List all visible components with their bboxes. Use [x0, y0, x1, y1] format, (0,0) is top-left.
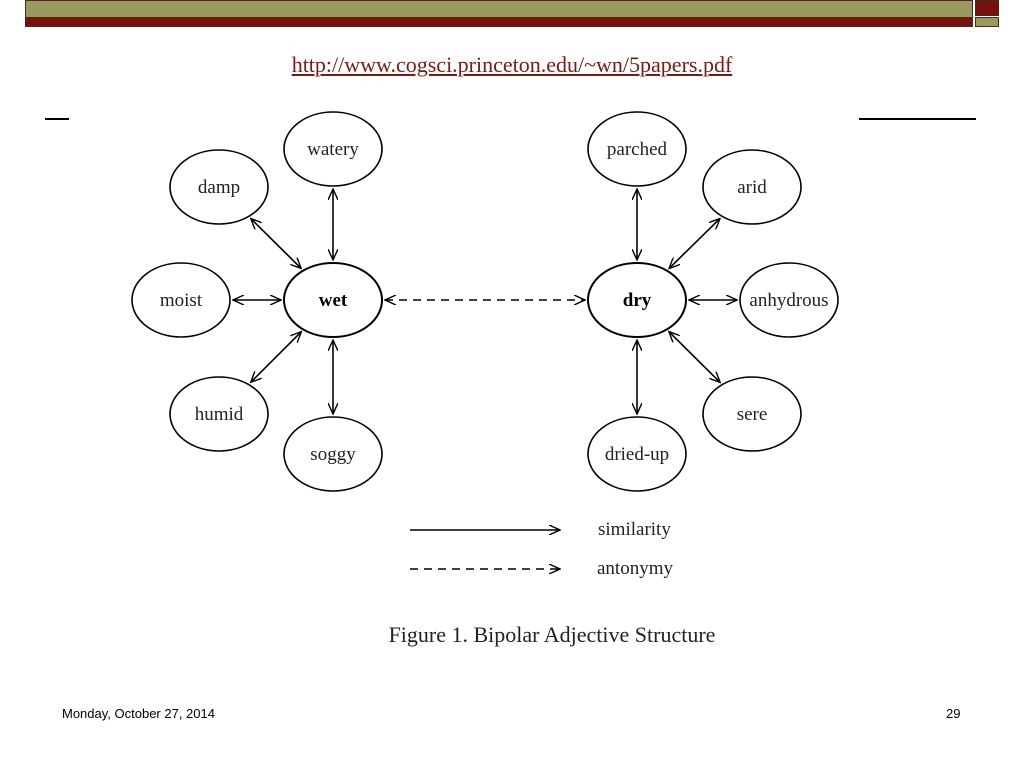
left-divider-line — [45, 118, 69, 120]
footer-date: Monday, October 27, 2014 — [62, 706, 215, 721]
top-decor-bar — [25, 0, 973, 27]
legend-similarity-label: similarity — [598, 519, 671, 540]
node-soggy — [283, 416, 383, 492]
edge-dry-arid — [669, 218, 720, 268]
edge-wet-damp — [251, 219, 301, 269]
node-label-parched: parched — [607, 139, 668, 160]
node-wet — [283, 262, 383, 338]
node-sere — [702, 376, 802, 452]
right-divider-line — [859, 118, 976, 120]
node-label-wet: wet — [319, 290, 348, 311]
node-anhydrous — [739, 262, 839, 338]
node-label-watery: watery — [307, 139, 359, 160]
node-label-sere: sere — [737, 404, 768, 425]
node-label-dry: dry — [623, 290, 652, 311]
node-label-moist: moist — [160, 290, 203, 311]
node-arid — [702, 149, 802, 225]
node-dried-up — [587, 416, 687, 492]
node-label-humid: humid — [195, 404, 244, 425]
legend-antonymy-label: antonymy — [597, 558, 673, 579]
node-damp — [169, 149, 269, 225]
slide-number: 29 — [946, 706, 961, 721]
top-decor-square-olive — [975, 17, 999, 27]
node-watery — [283, 111, 383, 187]
edge-wet-humid — [251, 332, 302, 383]
node-label-dried-up: dried-up — [605, 444, 669, 465]
top-decor-square-red — [975, 0, 999, 16]
node-humid — [169, 376, 269, 452]
node-label-anhydrous: anhydrous — [749, 290, 828, 311]
node-label-arid: arid — [737, 177, 767, 198]
node-parched — [587, 111, 687, 187]
source-url-link[interactable]: http://www.cogsci.princeton.edu/~wn/5pap… — [291, 52, 733, 77]
node-moist — [131, 262, 231, 338]
node-label-damp: damp — [198, 177, 240, 198]
node-label-soggy: soggy — [310, 444, 356, 465]
figure-caption: Figure 1. Bipolar Adjective Structure — [388, 622, 716, 647]
node-dry — [587, 262, 687, 338]
edge-dry-sere — [669, 332, 720, 383]
